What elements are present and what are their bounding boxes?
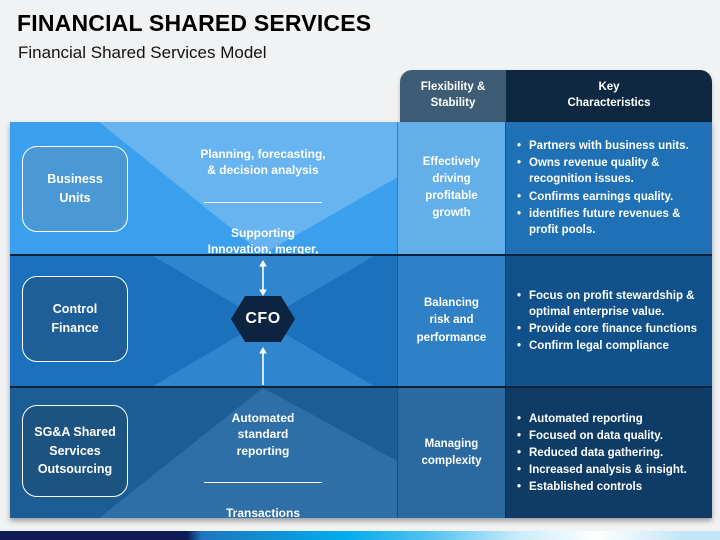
control-finance-box: Control Finance [22, 276, 128, 362]
row1-top-text: Planning, forecasting, & decision analys… [200, 147, 326, 178]
row3-bullet-list: Automated reporting Focused on data qual… [514, 410, 687, 496]
decorative-footer-bar [0, 531, 720, 540]
page-title: FINANCIAL SHARED SERVICES [17, 10, 372, 36]
bullet-item: Reduced data gathering. [514, 445, 687, 461]
bullet-item: Owns revenue quality & recognition issue… [514, 155, 704, 187]
row2-flexibility-cell: Balancing risk and performance [397, 256, 505, 386]
table-row: Business Units Planning, forecasting, & … [10, 122, 712, 254]
row1-main-cell: Business Units Planning, forecasting, & … [10, 122, 397, 254]
bullet-item: Confirms earnings quality. [514, 189, 704, 205]
model-table: Business Units Planning, forecasting, & … [10, 122, 712, 518]
row3-flexibility-cell: Managing complexity [397, 388, 505, 518]
double-arrow-icon [259, 260, 267, 296]
bullet-item: Partners with business units. [514, 138, 704, 154]
row1-flexibility-cell: Effectively driving profitable growth [397, 122, 505, 254]
table-row: Control Finance CFO Balancing risk and p… [10, 254, 712, 386]
table-row: SG&A Shared Services Outsourcing Automat… [10, 386, 712, 518]
row1-key-characteristics-cell: Partners with business units. Owns reven… [505, 122, 712, 254]
separator-line [204, 201, 322, 203]
bullet-item: identifies future revenues & profit pool… [514, 206, 704, 238]
row1-bullet-list: Partners with business units. Owns reven… [514, 137, 704, 239]
header-flexibility-stability: Flexibility & Stability [400, 70, 506, 122]
bullet-item: Focus on profit stewardship & optimal en… [514, 288, 704, 320]
bullet-item: Provide core finance functions [514, 321, 704, 337]
cfo-hexagon: CFO [231, 296, 295, 342]
separator-line [204, 481, 322, 483]
bullet-item: Automated reporting [514, 411, 687, 427]
row3-top-text: Automated standard reporting [231, 411, 295, 458]
row3-bottom-text: Transactions performed by the most effic… [225, 506, 301, 518]
row3-key-characteristics-cell: Automated reporting Focused on data qual… [505, 388, 712, 518]
table-header: Flexibility & Stability Key Characterist… [400, 70, 712, 122]
sga-shared-services-box: SG&A Shared Services Outsourcing [22, 405, 128, 497]
header-key-characteristics: Key Characteristics [506, 70, 712, 122]
business-units-box: Business Units [22, 146, 128, 232]
row1-middle-text: Planning, forecasting, & decision analys… [143, 130, 383, 254]
bullet-item: Established controls [514, 479, 687, 495]
page-subtitle: Financial Shared Services Model [18, 43, 267, 62]
row3-main-cell: SG&A Shared Services Outsourcing Automat… [10, 388, 397, 518]
bullet-item: Confirm legal compliance [514, 338, 704, 354]
bullet-item: Increased analysis & insight. [514, 462, 687, 478]
up-arrow-icon [259, 347, 267, 385]
row1-bottom-text: Supporting Innovation, merger, acquisiti… [207, 225, 319, 254]
row2-key-characteristics-cell: Focus on profit stewardship & optimal en… [505, 256, 712, 386]
row2-bullet-list: Focus on profit stewardship & optimal en… [514, 287, 704, 355]
row2-main-cell: Control Finance CFO [10, 256, 397, 386]
bullet-item: Focused on data quality. [514, 428, 687, 444]
row3-middle-text: Automated standard reporting Transaction… [143, 394, 383, 518]
